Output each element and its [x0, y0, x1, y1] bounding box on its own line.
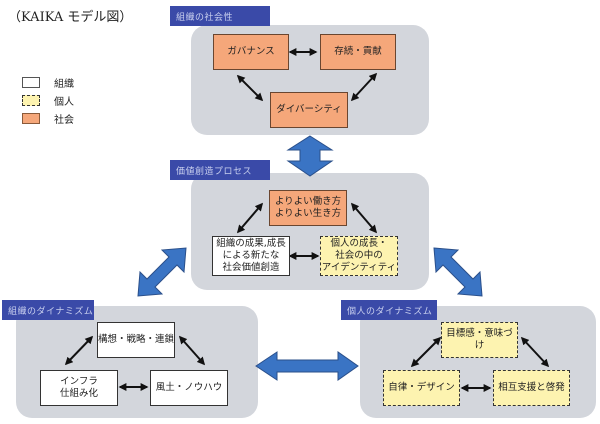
diversity-node: ダイバーシティ	[270, 92, 348, 128]
organization-swatch	[22, 76, 40, 88]
node-line: 組織の成果,成長	[216, 238, 286, 249]
node-line: による新たな	[222, 250, 280, 261]
society-swatch	[22, 112, 40, 124]
process-org-big-arrow	[137, 247, 187, 297]
legend-item-organization: 組織	[22, 75, 74, 90]
process-header: 価値創造プロセス	[170, 160, 270, 180]
mutual-node: 相互支援と啓発	[493, 370, 570, 406]
individual-swatch	[22, 94, 40, 106]
society-process-big-arrow	[286, 135, 334, 177]
legend-item-individual: 個人	[22, 93, 74, 108]
org-dynamism-header: 組織のダイナミズム	[2, 300, 94, 320]
legend-item-society: 社会	[22, 111, 74, 126]
node-line: 仕組み化	[59, 388, 98, 399]
governance-node: ガバナンス	[213, 34, 289, 70]
governance-diversity-arrow	[236, 74, 264, 102]
legend-label: 組織	[54, 78, 74, 90]
org-value-node: 組織の成果,成長 による新たな 社会価値創造	[212, 236, 290, 276]
node-line: 社会の中の	[335, 250, 383, 261]
ind-dynamism-header: 個人のダイナミズム	[341, 300, 437, 320]
node-line: インフラ	[60, 376, 98, 387]
ind-identity-node: 個人の成長・ 社会の中の アイデンティティ	[320, 236, 398, 276]
better-way-ind-identity-arrow	[350, 202, 378, 234]
continuity-diversity-arrow	[350, 72, 378, 102]
infra-node: インフラ 仕組み化	[40, 370, 118, 406]
node-line: アイデンティティ	[321, 262, 397, 273]
strategy-node: 構想・戦略・連鎖	[97, 322, 175, 358]
org-ind-big-arrow	[255, 351, 359, 381]
purpose-mutual-arrow	[520, 336, 550, 368]
purpose-autonomy-arrow	[410, 336, 442, 368]
culture-node: 風土・ノウハウ	[150, 370, 228, 406]
node-line: よりよい生き方	[274, 208, 342, 219]
legend-label: 社会	[54, 114, 74, 126]
diagram-title: （KAIKA モデル図）	[8, 10, 133, 25]
society-header: 組織の社会性	[170, 6, 270, 26]
legend-label: 個人	[54, 96, 74, 108]
node-line: よりよい働き方	[274, 196, 342, 207]
strategy-infra-arrow	[64, 335, 94, 366]
node-line: 社会価値創造	[222, 262, 280, 273]
node-line: 個人の成長・	[330, 238, 388, 249]
strategy-culture-arrow	[178, 335, 206, 366]
continuity-node: 存続・貢献	[320, 34, 396, 70]
purpose-node: 目標感・意味づけ	[441, 322, 518, 358]
better-way-org-value-arrow	[236, 202, 264, 234]
autonomy-node: 自律・デザイン	[383, 370, 460, 406]
process-ind-big-arrow	[433, 247, 483, 297]
better-way-node: よりよい働き方 よりよい生き方	[269, 190, 347, 226]
